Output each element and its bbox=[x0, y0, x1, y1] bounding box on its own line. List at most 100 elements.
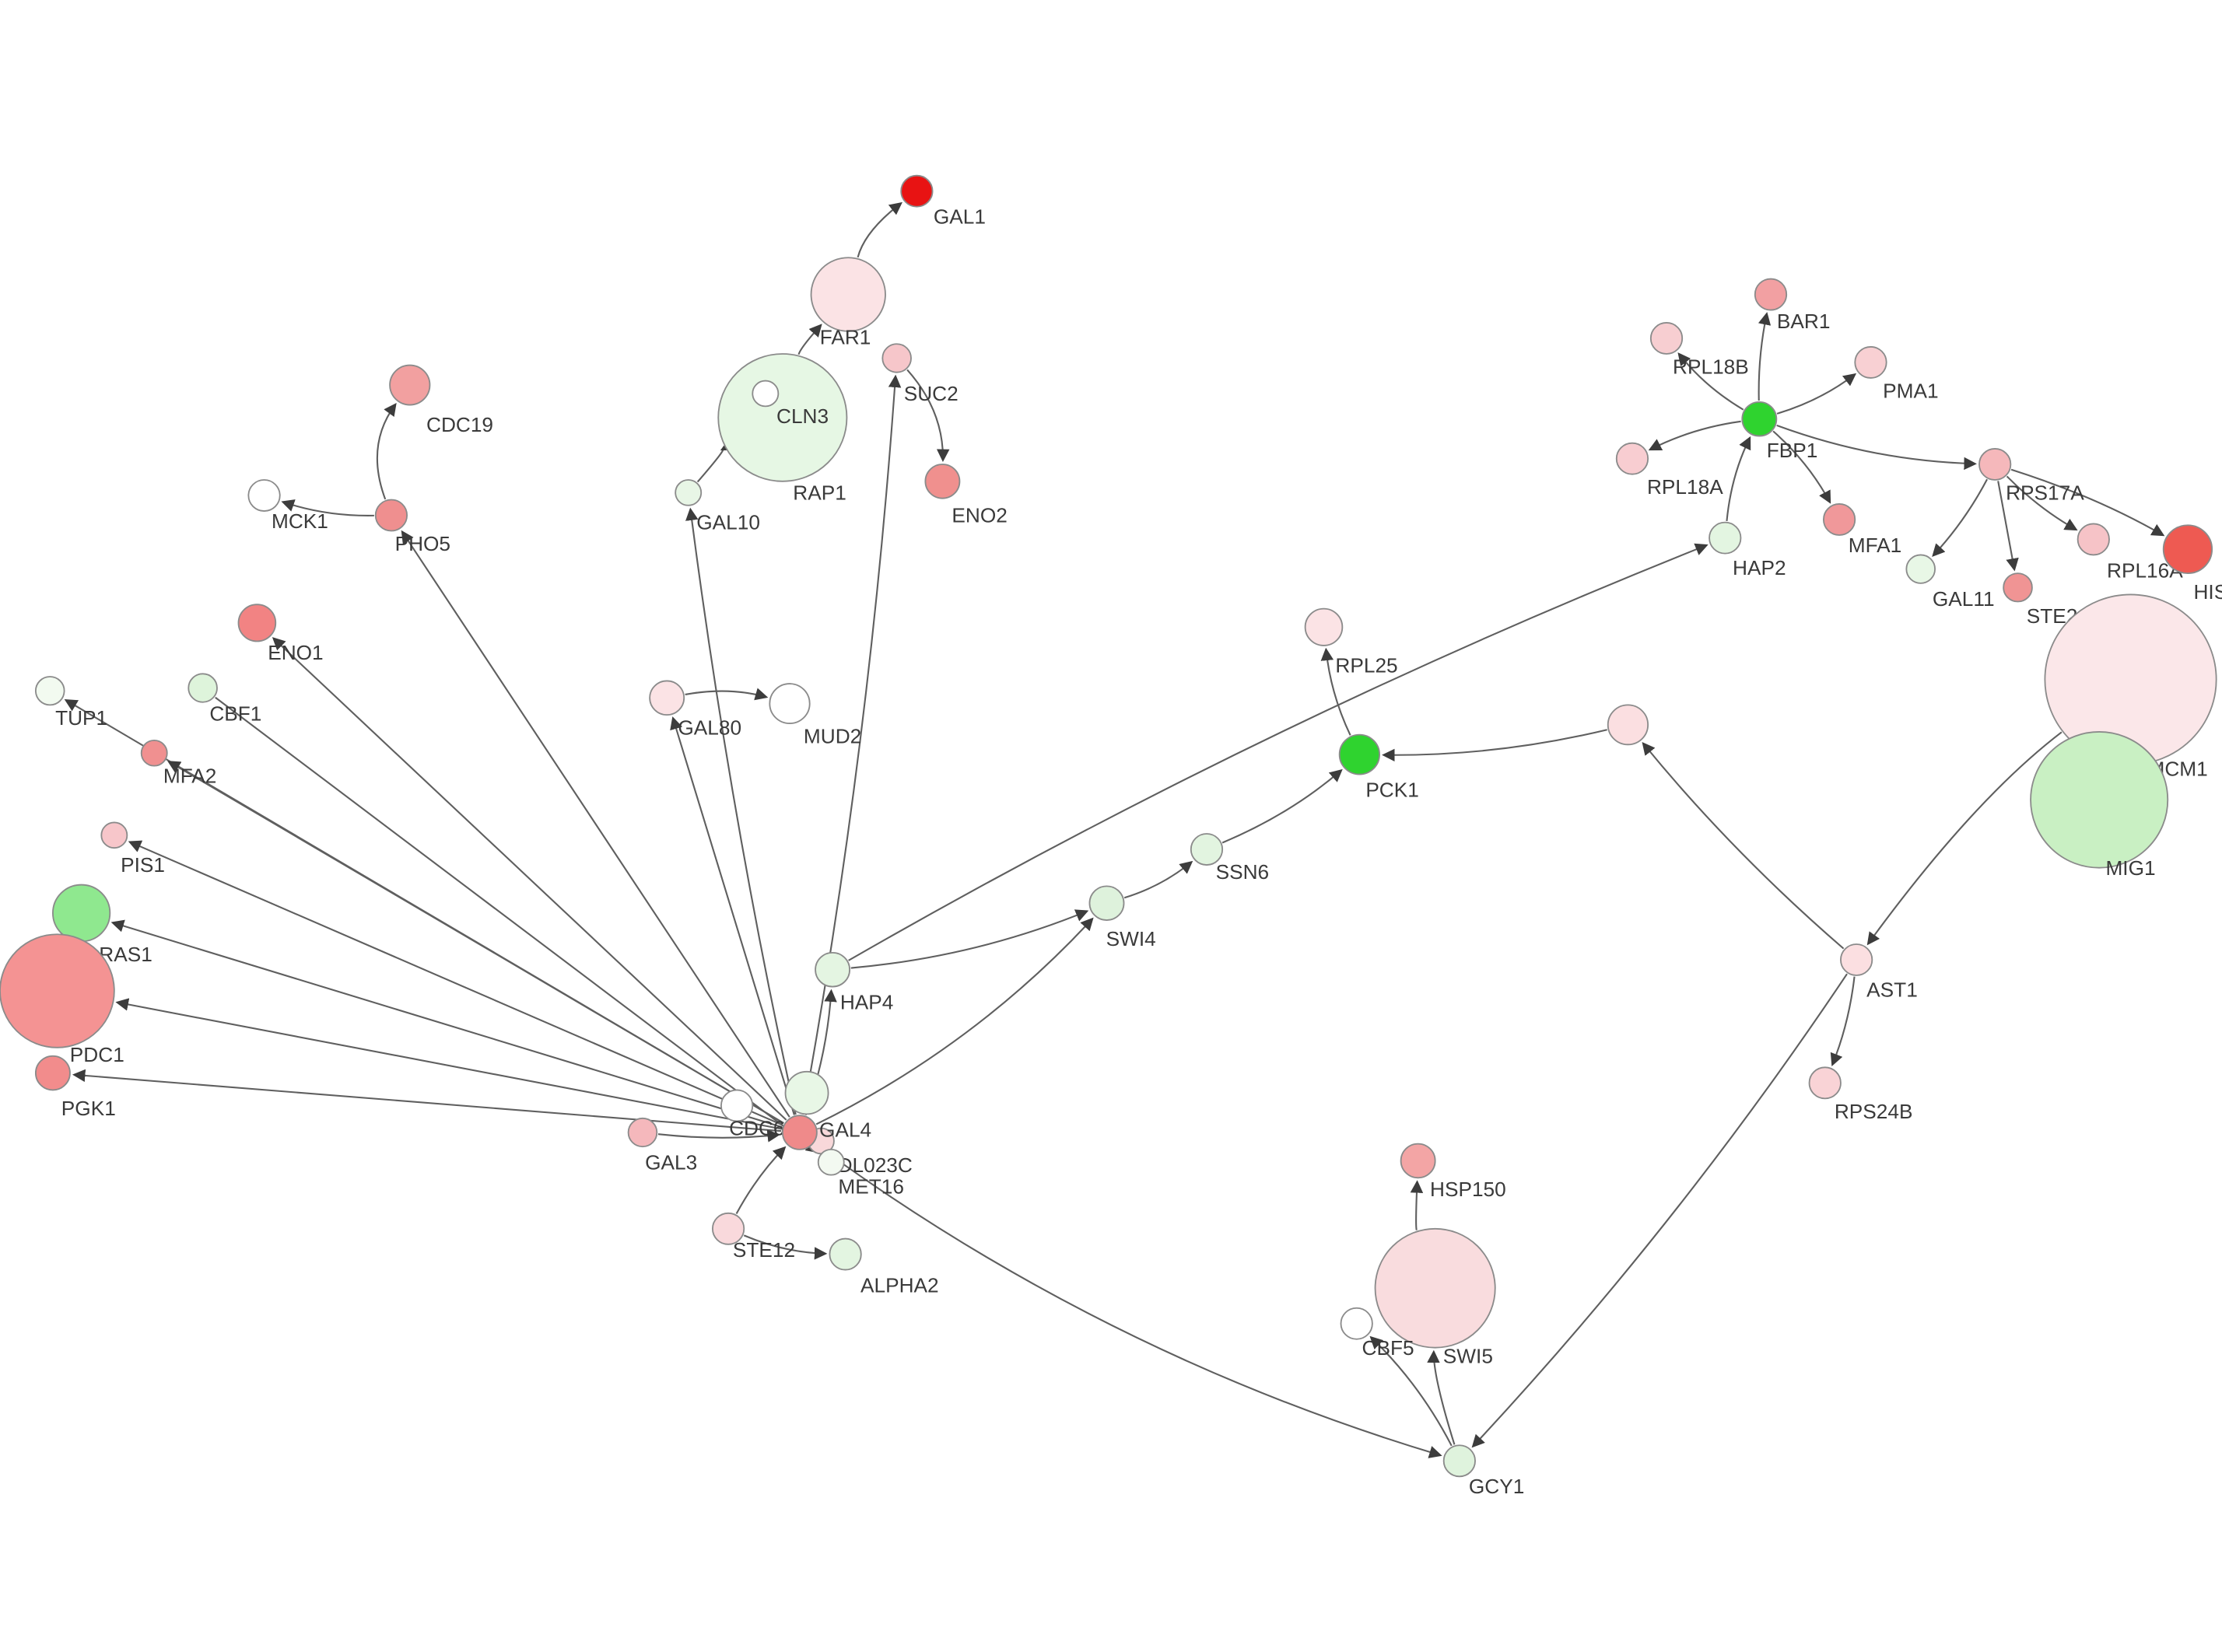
node-group-ssn6: SSN6 bbox=[1190, 833, 1270, 884]
node-group-alpha2: ALPHA2 bbox=[829, 1237, 939, 1297]
node-ast1[interactable] bbox=[1840, 943, 1873, 976]
node-group-pis1: PIS1 bbox=[100, 821, 165, 877]
node-label-cdc19: CDC19 bbox=[426, 413, 493, 436]
node-met16[interactable] bbox=[817, 1148, 845, 1176]
node-mig1[interactable] bbox=[2030, 731, 2169, 869]
edge-gal4-gal80 bbox=[670, 716, 795, 1115]
edge-ste12-gal4 bbox=[735, 1146, 787, 1215]
node-cln3[interactable] bbox=[752, 380, 780, 408]
edge-gal4-mfa2 bbox=[167, 761, 784, 1124]
node-pis1[interactable] bbox=[100, 821, 128, 849]
node-label-far1: FAR1 bbox=[820, 325, 871, 348]
node-pgk1[interactable] bbox=[34, 1055, 71, 1091]
node-n1[interactable] bbox=[784, 1070, 829, 1115]
node-cbf5[interactable] bbox=[1340, 1307, 1373, 1340]
node-gal1[interactable] bbox=[900, 174, 934, 208]
node-far1[interactable] bbox=[810, 257, 886, 332]
edge-fbp1-rpl18a bbox=[1648, 420, 1741, 451]
node-suc2[interactable] bbox=[881, 343, 912, 373]
node-tup1[interactable] bbox=[34, 676, 65, 706]
node-hap4[interactable] bbox=[815, 951, 851, 988]
node-gal4[interactable] bbox=[781, 1115, 818, 1150]
node-cdc19[interactable] bbox=[389, 364, 431, 406]
edge-ast1-gcy1 bbox=[1471, 973, 1848, 1448]
node-group-n1 bbox=[784, 1070, 829, 1115]
node-rap1[interactable] bbox=[717, 353, 848, 482]
node-pma1[interactable] bbox=[1854, 346, 1887, 379]
node-label-pgk1: PGK1 bbox=[61, 1097, 116, 1120]
node-eno1[interactable] bbox=[237, 604, 277, 642]
node-label-pma1: PMA1 bbox=[1883, 380, 1938, 403]
node-label-hap2: HAP2 bbox=[1733, 556, 1786, 579]
node-mfa1[interactable] bbox=[1822, 503, 1856, 536]
node-ssn6[interactable] bbox=[1190, 833, 1224, 866]
edge-ast1-n2 bbox=[1642, 741, 1845, 950]
node-label-gal4: GAL4 bbox=[819, 1118, 871, 1142]
node-group-cbf1: CBF1 bbox=[188, 673, 261, 725]
node-pck1[interactable] bbox=[1338, 733, 1380, 775]
edge-far1-gal1 bbox=[857, 201, 902, 258]
edge-gal4-swi4 bbox=[815, 917, 1094, 1125]
node-n2[interactable] bbox=[1607, 704, 1649, 746]
edge-gal10-rap1 bbox=[696, 439, 735, 483]
node-alpha2[interactable] bbox=[829, 1237, 862, 1271]
node-rps17a[interactable] bbox=[1978, 448, 2012, 481]
node-mud2[interactable] bbox=[769, 683, 811, 724]
node-label-ras1: RAS1 bbox=[99, 943, 152, 966]
node-group-mud2: MUD2 bbox=[769, 683, 861, 748]
node-rpl25[interactable] bbox=[1304, 607, 1344, 646]
node-group-pma1: PMA1 bbox=[1854, 346, 1939, 403]
node-pho5[interactable] bbox=[374, 499, 408, 532]
node-mck1[interactable] bbox=[247, 479, 281, 512]
node-gal80[interactable] bbox=[649, 680, 685, 716]
node-hsp150[interactable] bbox=[1400, 1143, 1436, 1179]
node-label-rps17a: RPS17A bbox=[2006, 481, 2084, 505]
node-fbp1[interactable] bbox=[1741, 401, 1778, 437]
node-cbf1[interactable] bbox=[188, 673, 218, 703]
node-group-hap4: HAP4 bbox=[815, 951, 893, 1014]
edge-rps17a-rpl16a bbox=[2006, 475, 2078, 531]
node-eno2[interactable] bbox=[924, 464, 961, 499]
node-rpl18a[interactable] bbox=[1615, 442, 1649, 475]
node-gal11[interactable] bbox=[1905, 554, 1936, 584]
node-group-suc2: SUC2 bbox=[881, 343, 959, 405]
edge-suc2-eno2 bbox=[906, 369, 950, 462]
edge-n2-pck1 bbox=[1382, 729, 1607, 762]
node-rpl16a[interactable] bbox=[2077, 523, 2110, 556]
node-mfa2[interactable] bbox=[140, 739, 168, 767]
node-gal10[interactable] bbox=[675, 479, 703, 506]
node-label-ste12: STE12 bbox=[733, 1238, 795, 1262]
node-rpl18b[interactable] bbox=[1649, 322, 1684, 355]
node-rps24b[interactable] bbox=[1808, 1066, 1842, 1100]
edge-gcy1-cbf5 bbox=[1369, 1335, 1453, 1447]
node-label-ssn6: SSN6 bbox=[1216, 860, 1270, 884]
node-group-ras1: RAS1 bbox=[51, 884, 152, 966]
edge-gcy1-swi5 bbox=[1427, 1349, 1456, 1445]
node-group-gal11: GAL11 bbox=[1905, 554, 1995, 611]
node-gcy1[interactable] bbox=[1442, 1444, 1476, 1478]
edge-gal4-pho5 bbox=[401, 530, 790, 1118]
edges-layer bbox=[64, 201, 2165, 1458]
node-label-gal10: GAL10 bbox=[696, 511, 760, 534]
edge-swi4-ssn6 bbox=[1123, 860, 1193, 899]
node-swi5[interactable] bbox=[1374, 1227, 1496, 1349]
node-label-pck1: PCK1 bbox=[1365, 779, 1419, 802]
edge-gal4-ras1 bbox=[110, 919, 783, 1129]
node-label-mfa2: MFA2 bbox=[163, 765, 217, 788]
node-his4[interactable] bbox=[2162, 524, 2213, 575]
node-cdc6[interactable] bbox=[720, 1089, 754, 1122]
node-ras1[interactable] bbox=[51, 884, 111, 943]
node-swi4[interactable] bbox=[1088, 885, 1125, 921]
node-pdc1[interactable] bbox=[0, 933, 115, 1048]
node-ste2[interactable] bbox=[2003, 572, 2033, 603]
node-group-pgk1: PGK1 bbox=[34, 1055, 116, 1120]
node-group-tup1: TUP1 bbox=[34, 676, 107, 730]
node-ste12[interactable] bbox=[711, 1212, 745, 1245]
node-hap2[interactable] bbox=[1709, 521, 1742, 555]
node-bar1[interactable] bbox=[1754, 278, 1788, 311]
edge-gal4-suc2 bbox=[802, 374, 902, 1115]
node-gal3[interactable] bbox=[627, 1117, 658, 1148]
edge-mcm1-ast1 bbox=[1866, 731, 2063, 946]
